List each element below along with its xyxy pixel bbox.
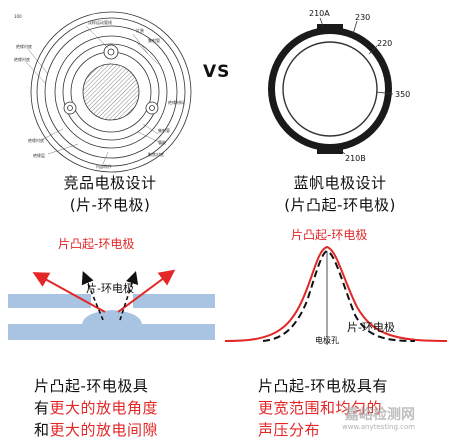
red-arrow-right <box>117 269 176 313</box>
black-arrow-right <box>119 270 139 321</box>
callout-label: 试样运动管线 <box>88 19 112 25</box>
right-caption-subtitle: (片凸起-环电极) <box>284 196 396 214</box>
upper-plate-right <box>133 294 215 308</box>
pressure-text-line2: 更宽范围和均匀的 <box>258 399 383 417</box>
label-210b: 210B <box>345 154 366 163</box>
angle-text-line2-highlight: 更大的放电角度 <box>49 399 159 417</box>
label-230: 230 <box>355 13 370 22</box>
angle-text-line1: 片凸起-环电极具 <box>34 377 149 395</box>
bottom-electrode-tab <box>317 145 343 154</box>
callout-label: 绝缘材料 <box>168 99 184 105</box>
watermark-url: www.anytesting.com <box>342 423 416 431</box>
plate-ring-label: 片-环电极 <box>86 281 134 295</box>
lanfan-electrode-diagram: 210A 230 220 350 210B <box>268 9 410 163</box>
callout-label: 内部构件 <box>96 163 112 169</box>
callout-label: 集射管 <box>158 127 170 133</box>
angle-text-line2-prefix: 有 <box>34 399 50 417</box>
left-caption-subtitle: (片-环电极) <box>69 196 151 214</box>
lower-plate <box>8 324 215 340</box>
callout-label: 绝缘衬底 <box>14 56 30 62</box>
angle-text-line3-prefix: 和 <box>34 421 50 439</box>
pressure-description: 片凸起-环电极具有 更宽范围和均匀的 声压分布 <box>238 375 448 441</box>
angle-text-line2: 有更大的放电角度 <box>34 397 212 419</box>
angle-description: 片凸起-环电极具 有更大的放电角度 和更大的放电间隙 <box>12 375 212 441</box>
callout-label: 绝缘层 <box>33 152 45 158</box>
left-caption: 竞品电极设计 (片-环电极) <box>10 172 210 216</box>
left-caption-title: 竞品电极设计 <box>63 174 157 192</box>
watermark-text: 嘉峪检测网 <box>345 407 415 423</box>
bump-ring-pressure-curve <box>225 245 448 342</box>
pressure-text-line3: 声压分布 <box>258 421 321 439</box>
callout-label: 管胶 <box>158 139 166 145</box>
competitor-electrode-diagram: 100 试样运动管线 片装 集射管 绝缘衬底 绝 <box>14 11 192 173</box>
callout-label: 集射管 <box>148 37 160 43</box>
electrode-hole-label: 电极孔 <box>315 335 339 345</box>
callout-label: 片装 <box>136 27 144 33</box>
black-arrow-left <box>81 271 104 321</box>
red-arrow-left <box>32 272 106 313</box>
angle-text-line3: 和更大的放电间隙 <box>34 419 212 441</box>
watermark: 嘉峪检测网 <box>345 404 415 424</box>
right-caption-title: 蓝帆电极设计 <box>293 174 387 192</box>
label-350: 350 <box>395 90 410 99</box>
bump-ring-curve-title: 片凸起-环电极 <box>291 228 367 242</box>
angle-text-line3-highlight: 更大的放电间隙 <box>49 421 159 439</box>
electrode-bump <box>82 310 142 324</box>
discharge-angle-diagram: 片凸起-环电极 片-环电极 <box>8 237 215 340</box>
callout-label: 绝缘衬底 <box>16 43 32 49</box>
vs-label: VS <box>203 62 231 82</box>
upper-plate <box>8 294 91 308</box>
figure-number: 100 <box>14 14 22 19</box>
bump-ring-title: 片凸起-环电极 <box>58 237 134 251</box>
plate-ring-curve-label: 片-环电极 <box>347 320 395 334</box>
pressure-text-line1: 片凸起-环电极具有 <box>258 377 388 395</box>
callout-label: 聚焦衬底 <box>148 151 164 157</box>
right-caption: 蓝帆电极设计 (片凸起-环电极) <box>240 172 440 216</box>
top-electrode-tab <box>317 24 343 33</box>
label-210a: 210A <box>309 9 330 18</box>
sound-pressure-diagram: 片凸起-环电极 电极孔 片-环电极 <box>225 228 448 345</box>
callout-label: 绝缘衬底 <box>28 137 44 143</box>
label-220: 220 <box>377 39 392 48</box>
